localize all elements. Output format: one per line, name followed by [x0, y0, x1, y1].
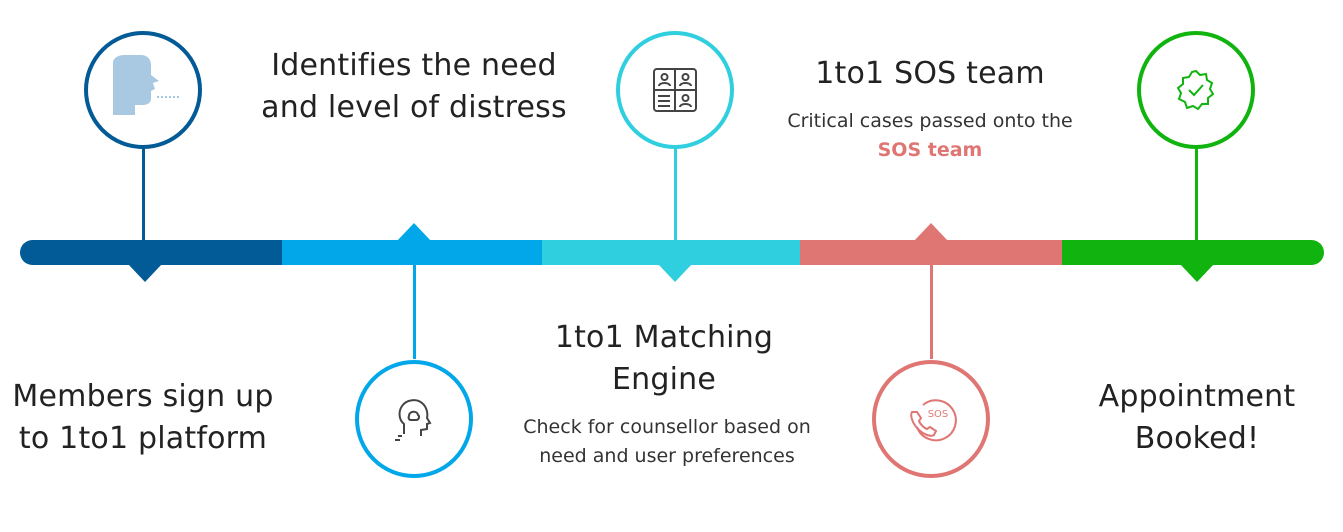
head-profile-icon	[113, 55, 181, 115]
timeline-segment-5	[1062, 240, 1324, 265]
step-2-title-line2: and level of distress	[261, 90, 567, 125]
step-3-circle	[616, 31, 734, 149]
step-2-title: Identifies the need and level of distres…	[246, 45, 582, 129]
step-3-title-line1: 1to1 Matching	[554, 320, 774, 355]
pointer-step-5	[1180, 264, 1214, 282]
step-4-circle: SOS	[872, 360, 990, 478]
timeline-segment-2	[282, 240, 542, 265]
step-1-title-line2: to 1to1 platform	[18, 421, 268, 456]
pointer-step-3	[658, 264, 692, 282]
step-5-title-line2: Booked!	[1134, 421, 1260, 456]
step-4-description-line1: Critical cases passed onto the	[787, 110, 1073, 132]
pointer-step-2	[397, 223, 431, 241]
pointer-step-4	[914, 223, 948, 241]
step-4-description-line2: SOS team	[877, 139, 983, 161]
step-2-title-line1: Identifies the need	[271, 48, 557, 83]
step-1-title-line1: Members sign up	[12, 379, 274, 414]
timeline-segment-3	[542, 240, 800, 265]
connector-step-1	[142, 145, 145, 242]
timeline-segment-4	[800, 240, 1062, 265]
step-2-circle	[355, 360, 473, 478]
step-1-title: Members sign up to 1to1 platform	[0, 376, 286, 460]
step-3-description-line2: need and user preferences	[539, 445, 795, 467]
connector-step-3	[674, 145, 677, 242]
connector-step-5	[1195, 145, 1198, 242]
connector-step-2	[413, 262, 416, 359]
step-4-title-line1: 1to1 SOS team	[815, 56, 1045, 91]
timeline-segment-1	[20, 240, 282, 265]
profile-grid-icon	[653, 68, 697, 112]
step-3-title: 1to1 Matching Engine	[514, 317, 814, 401]
step-3-title-line2: Engine	[611, 362, 717, 397]
mind-head-icon	[395, 399, 432, 441]
step-5-title-line1: Appointment	[1098, 379, 1296, 414]
verified-badge-icon	[1176, 69, 1215, 111]
step-3-description: Check for counsellor based on need and u…	[494, 413, 840, 471]
step-4-description: Critical cases passed onto the SOS team	[760, 107, 1100, 165]
sos-phone-icon: SOS	[910, 399, 957, 442]
connector-step-4	[930, 262, 933, 359]
pointer-step-1	[128, 264, 162, 282]
sos-icon-text: SOS	[928, 409, 949, 420]
step-3-description-line1: Check for counsellor based on	[523, 416, 811, 438]
step-4-title: 1to1 SOS team	[770, 53, 1090, 95]
step-1-circle	[84, 31, 202, 149]
step-5-title: Appointment Booked!	[1062, 376, 1332, 460]
step-5-circle	[1137, 31, 1255, 149]
